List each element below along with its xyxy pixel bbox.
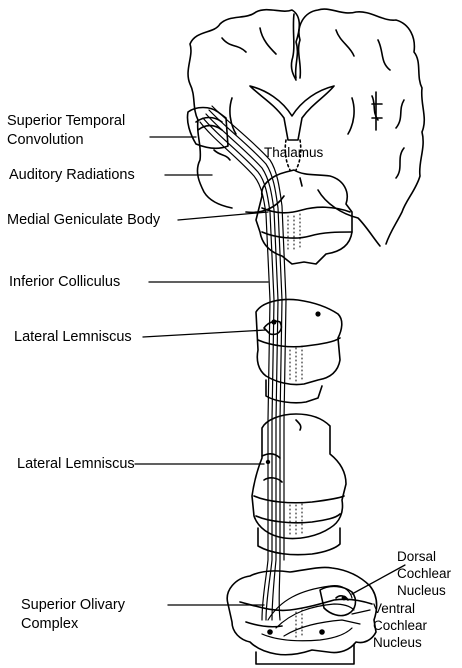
label-line: Nucleus bbox=[373, 634, 427, 651]
label-inferior-colliculus: Inferior Colliculus bbox=[9, 274, 120, 290]
label-medial-geniculate-body: Medial Geniculate Body bbox=[7, 212, 160, 228]
label-ventral-cochlear-nucleus: Ventral Cochlear Nucleus bbox=[373, 600, 427, 651]
superior-temporal-convolution-shape bbox=[187, 108, 228, 149]
label-line: Nucleus bbox=[397, 582, 451, 599]
label-line: Superior Temporal bbox=[7, 113, 125, 129]
stippling bbox=[288, 214, 302, 640]
label-line: Convolution bbox=[7, 132, 125, 148]
label-line: Complex bbox=[21, 616, 125, 632]
label-lateral-lemniscus-upper: Lateral Lemniscus bbox=[14, 329, 132, 345]
cochlear-fibers bbox=[262, 586, 360, 641]
label-lateral-lemniscus-lower: Lateral Lemniscus bbox=[17, 456, 135, 472]
label-line: Superior Olivary bbox=[21, 597, 125, 613]
label-superior-olivary-complex: Superior Olivary Complex bbox=[21, 597, 125, 632]
cerebrum-outline bbox=[188, 9, 424, 246]
label-thalamus: Thalamus bbox=[264, 144, 323, 161]
pons-section bbox=[252, 414, 346, 555]
label-dorsal-cochlear-nucleus: Dorsal Cochlear Nucleus bbox=[397, 548, 451, 599]
medulla-section bbox=[227, 567, 376, 664]
label-auditory-radiations: Auditory Radiations bbox=[9, 167, 135, 183]
label-line: Cochlear bbox=[397, 565, 451, 582]
label-line: Cochlear bbox=[373, 617, 427, 634]
label-line: Ventral bbox=[373, 600, 427, 617]
label-line: Dorsal bbox=[397, 548, 451, 565]
auditory-tract-fibers bbox=[200, 106, 286, 620]
label-superior-temporal-convolution: Superior Temporal Convolution bbox=[7, 113, 125, 148]
